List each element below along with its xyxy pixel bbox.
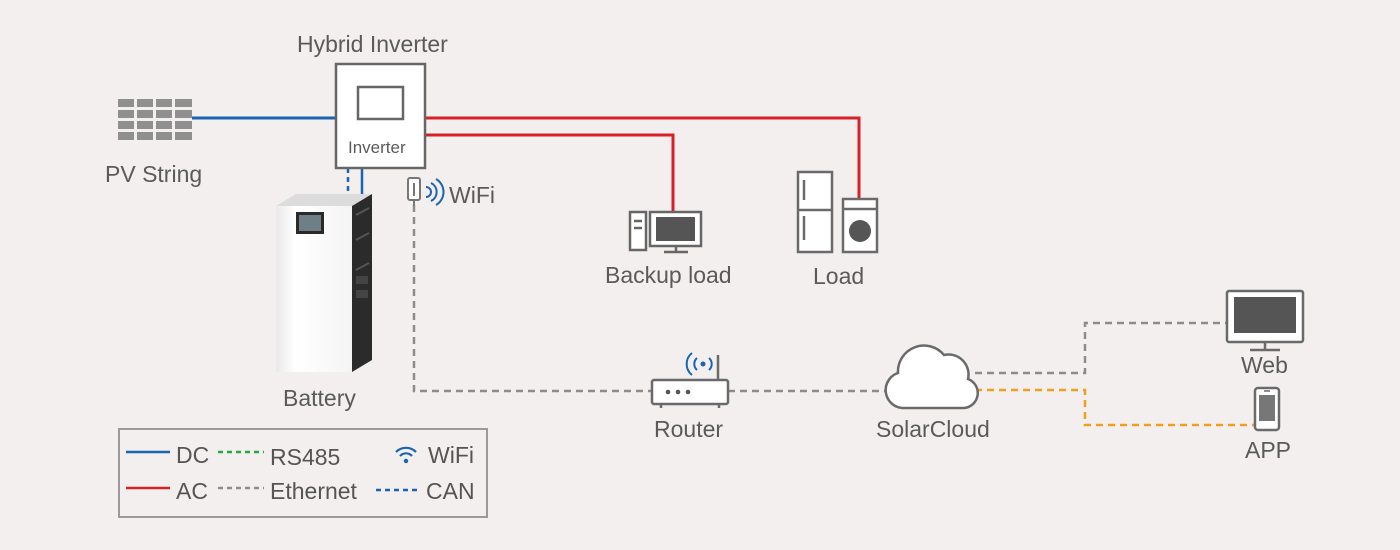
hybrid-inverter-label: Hybrid Inverter — [297, 31, 448, 57]
legend-can-label: CAN — [426, 478, 475, 504]
inverter-icon — [334, 62, 427, 170]
backup-load-label: Backup load — [605, 262, 732, 288]
desktop-computer-icon — [628, 210, 703, 254]
legend-swatches — [126, 446, 420, 492]
ac-line-backup — [425, 133, 675, 214]
washing-machine-icon — [841, 197, 879, 254]
legend-rs485-label: RS485 — [270, 444, 341, 470]
inverter-label: Inverter — [348, 138, 406, 157]
solarcloud-label: SolarCloud — [876, 416, 990, 442]
monitor-icon — [1225, 289, 1305, 352]
app-line — [975, 388, 1255, 427]
load-label: Load — [813, 263, 865, 289]
router-label: Router — [654, 416, 724, 442]
legend-ethernet-label: Ethernet — [270, 478, 357, 504]
ethernet-line-web — [975, 321, 1226, 375]
pv-string-label: PV String — [105, 161, 203, 187]
wifi-dongle-icon — [407, 177, 445, 206]
wifi-label: WiFi — [449, 182, 495, 208]
cloud-icon — [884, 344, 979, 410]
battery-icon — [276, 194, 372, 372]
ac-line-load — [425, 116, 861, 198]
router-icon — [650, 352, 730, 408]
legend-ac-label: AC — [176, 478, 208, 504]
refrigerator-icon — [796, 170, 834, 254]
legend-wifi-label: WiFi — [428, 442, 474, 468]
solar-panel-icon — [118, 99, 192, 140]
web-label: Web — [1241, 352, 1288, 378]
battery-label: Battery — [283, 385, 356, 411]
legend: DC AC RS485 Ethernet WiFi CAN — [118, 428, 488, 518]
app-label: APP — [1245, 437, 1292, 463]
smartphone-icon — [1253, 386, 1281, 432]
legend-wifi-icon — [395, 446, 417, 464]
legend-dc-label: DC — [176, 442, 210, 468]
ethernet-line-router — [412, 205, 652, 393]
